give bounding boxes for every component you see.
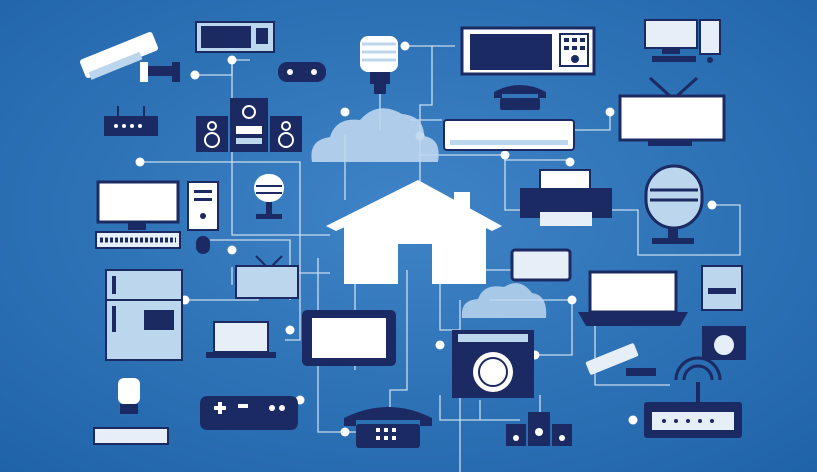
light-bulb-icon [360, 36, 398, 94]
washing-machine-icon [452, 330, 534, 398]
printer-icon [520, 169, 612, 226]
house-icon [326, 180, 502, 284]
microphone-icon [254, 174, 284, 219]
light-bulb-icon [118, 378, 140, 414]
washing-machine-icon [702, 326, 746, 360]
telephone-icon [344, 407, 432, 448]
mouse-icon [196, 236, 210, 254]
monitor-icon [96, 180, 180, 230]
laptop-icon [578, 270, 688, 326]
router-icon [104, 106, 158, 136]
game-controller-icon [200, 396, 298, 430]
security-camera-icon [79, 32, 180, 82]
cloud-icon [461, 283, 547, 318]
tablet-icon [302, 310, 396, 366]
television-icon [235, 255, 299, 299]
speaker-system-icon [506, 412, 572, 446]
pc-tower-icon [187, 181, 219, 231]
studio-microphone-icon [644, 164, 704, 244]
router-icon [644, 356, 742, 438]
air-conditioner-icon [93, 427, 169, 445]
telephone-icon [494, 85, 546, 110]
keyboard-icon [95, 231, 181, 249]
speaker-system-icon [196, 98, 302, 152]
television-icon [618, 76, 726, 146]
battery-icon [701, 265, 743, 311]
desktop-computer-icon [644, 19, 721, 63]
refrigerator-icon [105, 269, 183, 361]
game-controller-icon [278, 62, 326, 82]
tablet-icon [510, 248, 572, 282]
laptop-icon [206, 321, 276, 358]
air-conditioner-icon [443, 119, 575, 151]
oven-icon [460, 26, 596, 76]
cloud-icon [311, 108, 439, 162]
microwave-icon [195, 21, 275, 53]
security-camera-icon [585, 343, 656, 376]
